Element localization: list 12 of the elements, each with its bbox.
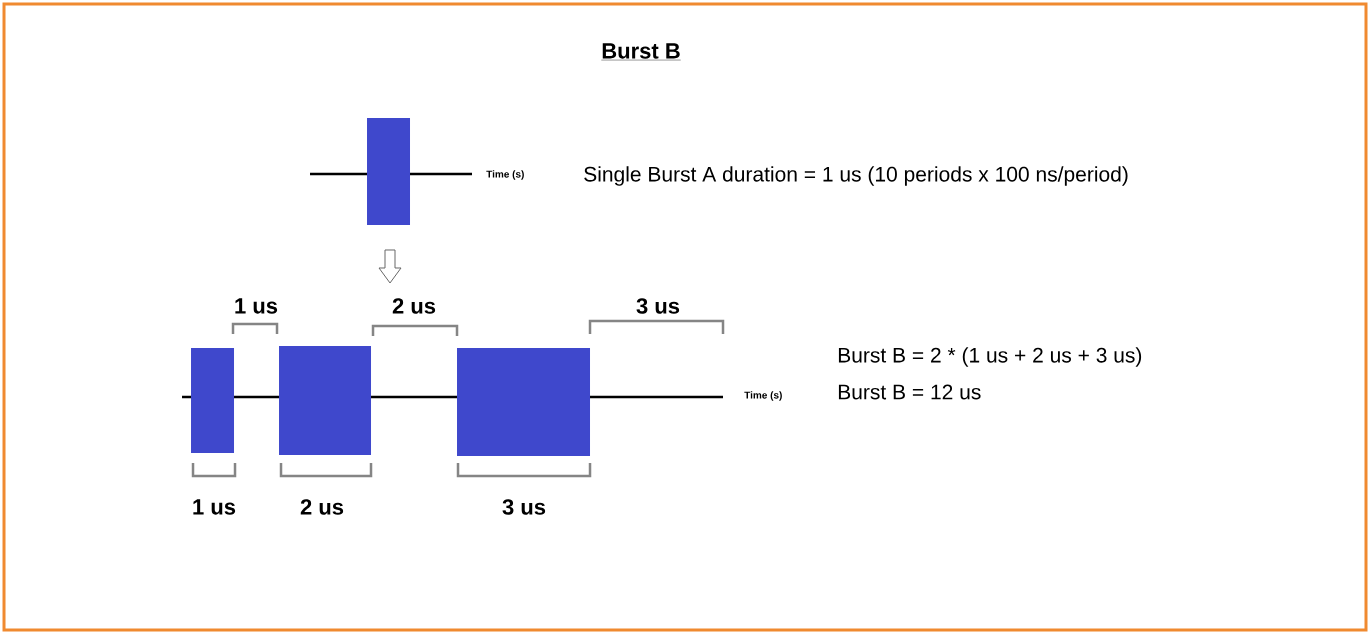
dimension-label: 3 us <box>502 499 546 515</box>
axis-label: Time (s) <box>486 170 524 180</box>
dimension-label: 3 us <box>636 298 680 314</box>
dimension-label: 2 us <box>300 499 344 515</box>
annotation-text: Burst B = 2 * (1 us + 2 us + 3 us) <box>838 347 1142 367</box>
dimension-label: 1 us <box>193 499 236 515</box>
annotation-text: Burst B = 12 us <box>838 384 981 400</box>
annotation-text: Single Burst A duration = 1 us (10 periods x 100 ns/period) <box>584 166 1128 186</box>
title: Burst B <box>601 43 681 61</box>
axis-label: Time (s) <box>744 391 782 401</box>
dimension-label: 2 us <box>392 298 436 314</box>
dimension-label: 1 us <box>235 298 278 314</box>
